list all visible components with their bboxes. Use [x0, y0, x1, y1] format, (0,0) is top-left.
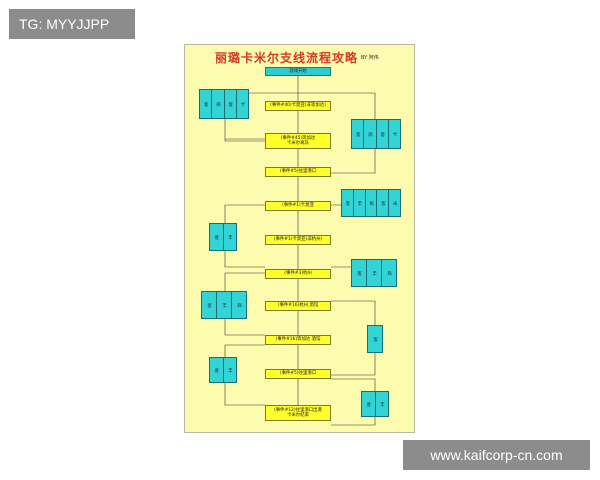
- group-cell: 客: [342, 190, 353, 216]
- group-cell: 客: [352, 260, 366, 286]
- group-cell: 米: [389, 190, 400, 216]
- start-node: 游戏开始: [265, 67, 331, 76]
- group-block-3: 客 丰 商 客 米: [341, 189, 401, 217]
- group-cell: 丰: [217, 292, 231, 318]
- group-cell: 客: [376, 120, 388, 148]
- event-node-1: (事件#40)卡莫亚(非等加达): [265, 101, 331, 111]
- group-cell: 丰: [353, 190, 365, 216]
- event-node-5: (事件#1)卡莫亚(非杭州): [265, 235, 331, 245]
- group-block-1: 客 商 客 卡: [199, 89, 249, 119]
- event-node-7: (事件#16)杭州 酒馆: [265, 301, 331, 311]
- group-cell: 客: [352, 120, 364, 148]
- group-block-6: 客 丰 商: [201, 291, 247, 319]
- group-cell: 客: [368, 326, 382, 352]
- group-cell: 卡: [388, 120, 400, 148]
- loop-left-5b: [224, 383, 265, 406]
- loop-left-3: [224, 204, 265, 223]
- event-node-3: (事件#5)往里港口: [265, 167, 331, 177]
- group-cell: 丰: [367, 260, 381, 286]
- group-cell: 商: [365, 190, 377, 216]
- loop-right-1: [298, 92, 376, 119]
- loop-right-1b: [331, 149, 376, 174]
- event-node-9: (事件#5)往里港口: [265, 369, 331, 379]
- diagram-title: 丽璐卡米尔支线流程攻略: [215, 51, 359, 65]
- group-cell: 丰: [375, 392, 388, 416]
- group-block-4: 客 丰: [209, 223, 237, 251]
- group-cell: 客: [202, 292, 216, 318]
- group-cell: 商: [382, 260, 396, 286]
- group-cell: 商: [212, 90, 224, 118]
- group-cell: 商: [232, 292, 246, 318]
- watermark-top: TG: MYYJJPP: [9, 9, 135, 39]
- event-node-6: (事件#3)杭州: [265, 269, 331, 279]
- group-cell: 丰: [223, 224, 236, 250]
- group-block-5: 客 丰 商: [351, 259, 397, 287]
- event-node-4: (事件#1)卡莫亚: [265, 201, 331, 211]
- event-node-2: (事件#45)等加达卡米尔离队: [265, 133, 331, 149]
- group-block-8: 客 丰: [209, 357, 237, 383]
- group-block-2: 客 商 客 卡: [351, 119, 401, 149]
- loop-right-4: [331, 300, 376, 325]
- loop-left-1b: [224, 119, 265, 142]
- group-block-9: 客 丰: [361, 391, 389, 417]
- event-node-10: (事件#12)往里港口出港卡米尔结束: [265, 405, 331, 421]
- loop-left-3b: [224, 251, 265, 268]
- group-cell: 客: [200, 90, 212, 118]
- event-node-8: (事件#16)等加达 酒馆: [265, 335, 331, 345]
- loop-right-5: [331, 378, 376, 391]
- group-cell: 客: [210, 224, 223, 250]
- group-block-7: 客: [367, 325, 383, 353]
- group-cell: 客: [210, 358, 223, 382]
- group-cell: 客: [224, 90, 236, 118]
- group-cell: 商: [364, 120, 376, 148]
- group-cell: 客: [377, 190, 389, 216]
- loop-left-4: [224, 272, 265, 293]
- loop-left-5: [224, 344, 265, 357]
- flowchart-panel: 丽璐卡米尔支线流程攻略 BY 阿伟: [184, 44, 415, 433]
- watermark-bottom: www.kaifcorp-cn.com: [403, 440, 590, 470]
- group-cell: 丰: [223, 358, 236, 382]
- group-cell: 客: [362, 392, 375, 416]
- loop-left-4b: [224, 317, 265, 336]
- loop-right-4b: [331, 353, 376, 376]
- group-cell: 卡: [236, 90, 248, 118]
- loop-right-5b: [331, 417, 376, 426]
- diagram-subtitle: BY 阿伟: [361, 55, 379, 61]
